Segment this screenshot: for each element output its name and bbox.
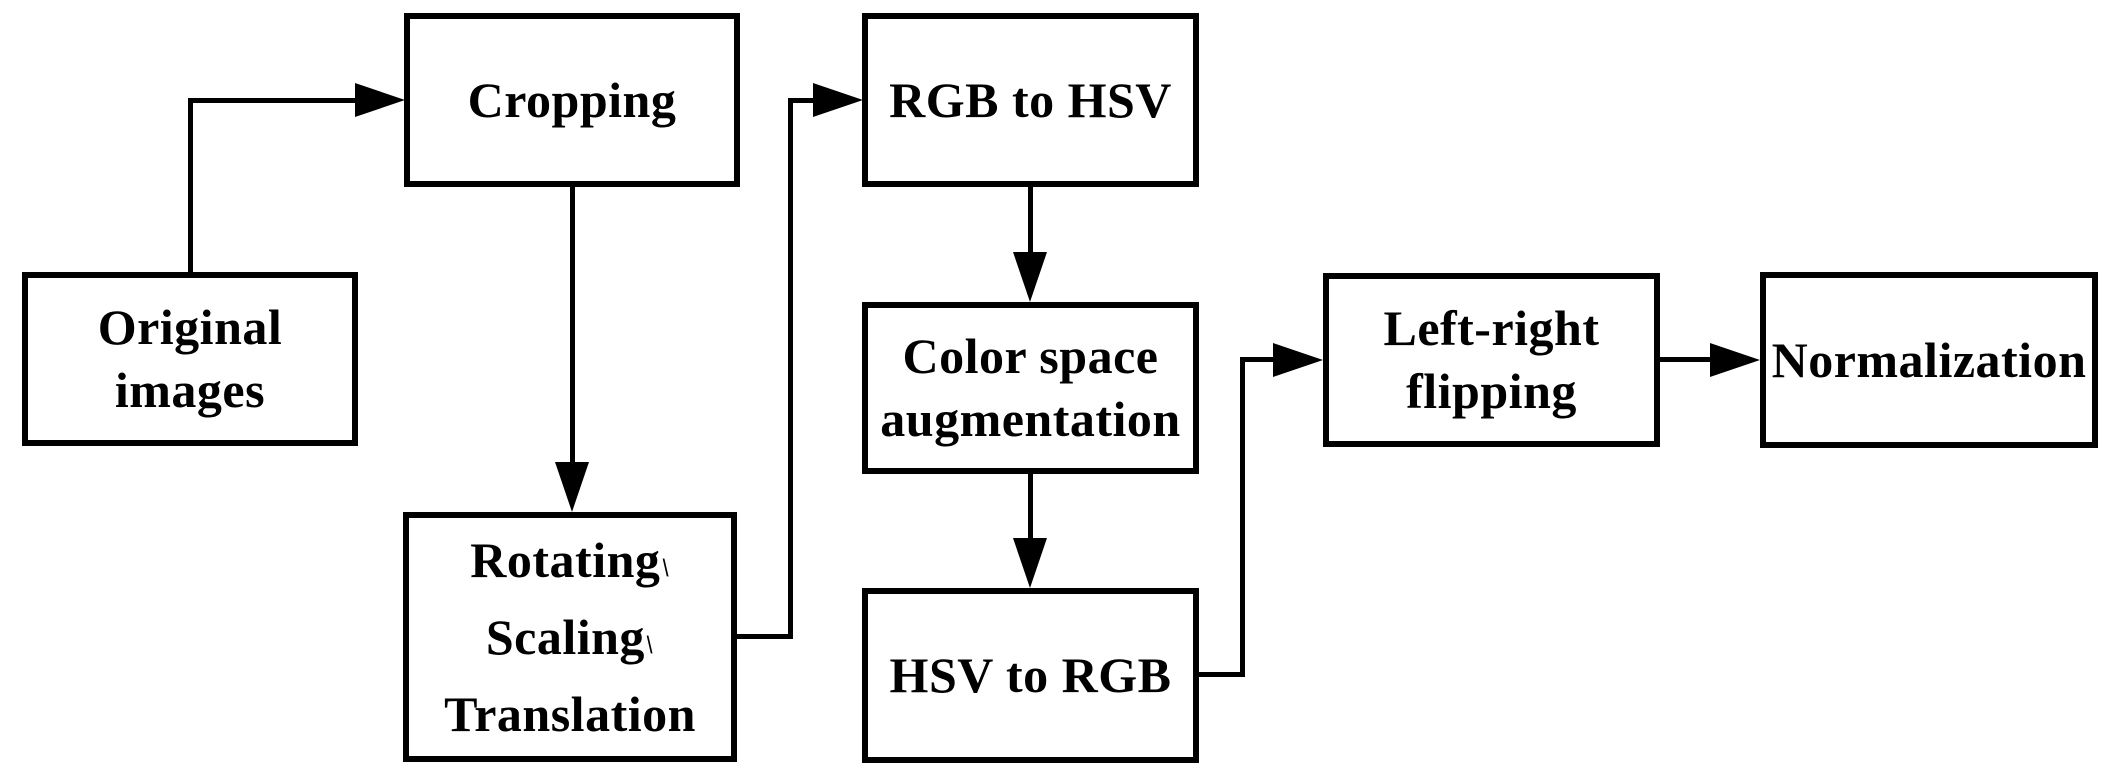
ideographic-comma: \ [660, 552, 672, 583]
node-label-line: Color space [902, 328, 1159, 384]
ideographic-comma: \ [645, 629, 656, 660]
edge-hsvrgb-to-flipping-horizontal [1240, 357, 1273, 362]
edge-rgbhsv-to-colorspace-arrowhead-icon [1013, 252, 1047, 302]
node-label-line: Cropping [467, 71, 677, 128]
edge-hsvrgb-to-flipping-arrowhead-icon [1273, 343, 1323, 377]
node-cropping: Cropping [404, 13, 740, 187]
node-label-line: augmentation [880, 391, 1181, 447]
edge-colorspace-to-hsvrgb-vertical [1028, 474, 1033, 538]
edge-flipping-to-normalization-horizontal [1660, 357, 1710, 362]
edge-colorspace-to-hsvrgb-arrowhead-icon [1013, 538, 1047, 588]
node-label-line: Original [97, 299, 283, 355]
node-label-line: Rotating\ [470, 526, 671, 603]
node-rotating-scaling-translation: Rotating\ Scaling\ Translation [403, 512, 737, 762]
node-rgb-to-hsv: RGB to HSV [862, 13, 1199, 187]
node-original-images: Original images [22, 272, 358, 446]
edge-hsvrgb-to-flipping-vertical [1240, 360, 1245, 677]
edge-rgbhsv-to-colorspace-vertical [1028, 187, 1033, 252]
node-label-line: Left-right [1383, 300, 1600, 356]
edge-rotating-to-rgbhsv-stub [737, 634, 793, 639]
node-color-space-augmentation: Color space augmentation [862, 302, 1199, 474]
edge-hsvrgb-to-flipping-stub [1199, 672, 1245, 677]
edge-original-to-cropping-arrowhead-icon [355, 83, 405, 117]
edge-rotating-to-rgbhsv-arrowhead-icon [813, 83, 863, 117]
edge-flipping-to-normalization-arrowhead-icon [1710, 343, 1760, 377]
edge-cropping-to-rotating-arrowhead-icon [555, 462, 589, 512]
node-label-line: flipping [1406, 363, 1577, 419]
node-label-line: HSV to RGB [889, 647, 1172, 703]
node-label-line: Scaling\ [486, 603, 656, 680]
node-normalization: Normalization [1760, 272, 2098, 448]
node-hsv-to-rgb: HSV to RGB [862, 588, 1199, 763]
node-label-line: Translation [444, 686, 696, 742]
node-label-line: RGB to HSV [889, 71, 1172, 128]
edge-original-to-cropping-horizontal [188, 98, 355, 103]
edge-cropping-to-rotating-vertical [570, 187, 575, 462]
node-label-line: Normalization [1771, 331, 2087, 388]
node-label-line: images [114, 362, 266, 418]
node-left-right-flipping: Left-right flipping [1323, 273, 1660, 447]
edge-original-to-cropping-vertical [188, 100, 193, 272]
edge-rotating-to-rgbhsv-vertical [788, 100, 793, 639]
edge-rotating-to-rgbhsv-horizontal [788, 98, 813, 103]
